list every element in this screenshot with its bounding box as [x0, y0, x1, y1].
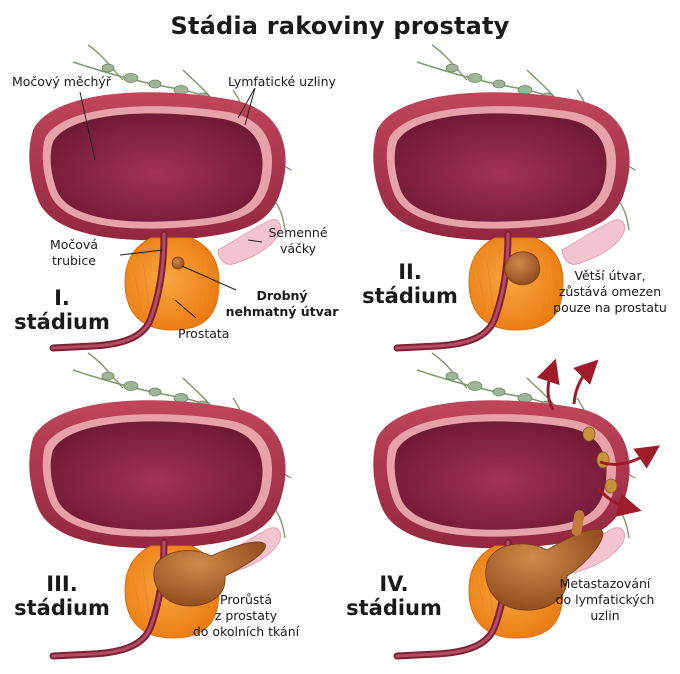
stage-3-description: Prorůstá z prostaty do okolních tkání: [192, 592, 300, 639]
stage-4-organ: [373, 352, 636, 656]
label-prostate: Prostata: [178, 326, 230, 341]
tumor-spreading: [485, 528, 604, 611]
stage-4-description: Metastazování do lymfatických uzlin: [555, 576, 655, 623]
stage-2-description: Větší útvar, zůstává omezen pouze na pro…: [553, 268, 667, 315]
tumor-large: [153, 541, 266, 607]
diagram-title: Stádia rakoviny prostaty: [170, 12, 510, 40]
label-small-tumor: Drobný nehmatný útvar: [225, 288, 339, 319]
tumor-medium: [504, 251, 541, 286]
stage-2-heading: II. stádium: [362, 260, 458, 308]
stage-3-heading: III. stádium: [14, 572, 110, 620]
stage-2-organ: [373, 44, 636, 348]
label-urethra: Močová trubice: [49, 237, 98, 268]
label-seminal-vesicles: Semenné váčky: [268, 225, 328, 256]
metastasis-arrows: [536, 358, 660, 517]
leader-lines: [79, 87, 263, 319]
stage-3-organ: [29, 352, 292, 656]
label-lymph-nodes: Lymfatické uzliny: [228, 74, 336, 89]
stage-1-heading: I. stádium: [14, 286, 110, 334]
stage-4-heading: IV. stádium: [346, 572, 442, 620]
stage-1-organ: [29, 44, 292, 348]
label-bladder: Močový měchýř: [12, 74, 111, 89]
tumor-small: [171, 256, 185, 270]
